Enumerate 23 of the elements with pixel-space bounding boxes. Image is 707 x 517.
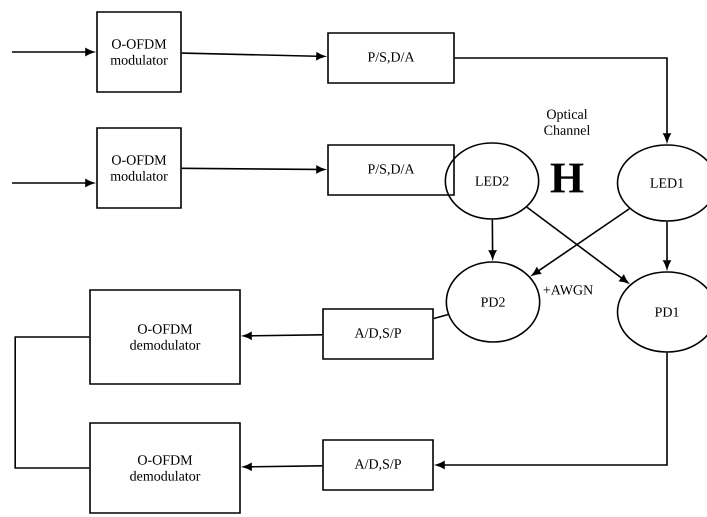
block-box: O-OFDM modulator — [96, 127, 182, 209]
block-box: O-OFDM demodulator — [89, 289, 241, 385]
arrow — [488, 220, 496, 259]
block-box: P/S,D/A — [327, 32, 455, 84]
noise-label: +AWGN — [544, 285, 593, 295]
block-box: O-OFDM demodulator — [89, 422, 241, 514]
arrow — [663, 222, 671, 269]
block-box: O-OFDM modulator — [96, 11, 182, 93]
arrow — [526, 206, 628, 284]
arrow — [436, 352, 668, 469]
arrow — [243, 462, 322, 471]
channel-symbol: H — [550, 164, 584, 192]
block-box: A/D,S/P — [322, 439, 434, 491]
arrow — [182, 166, 325, 174]
arrow — [182, 52, 325, 60]
arrow — [12, 179, 94, 187]
arrow — [12, 48, 94, 56]
arrow — [243, 332, 322, 340]
block-box: P/S,D/A — [327, 144, 455, 196]
channel-label: Optical Channel — [544, 109, 590, 135]
arrow — [532, 208, 630, 276]
block-box: A/D,S/P — [322, 308, 434, 360]
arrow — [454, 57, 671, 142]
